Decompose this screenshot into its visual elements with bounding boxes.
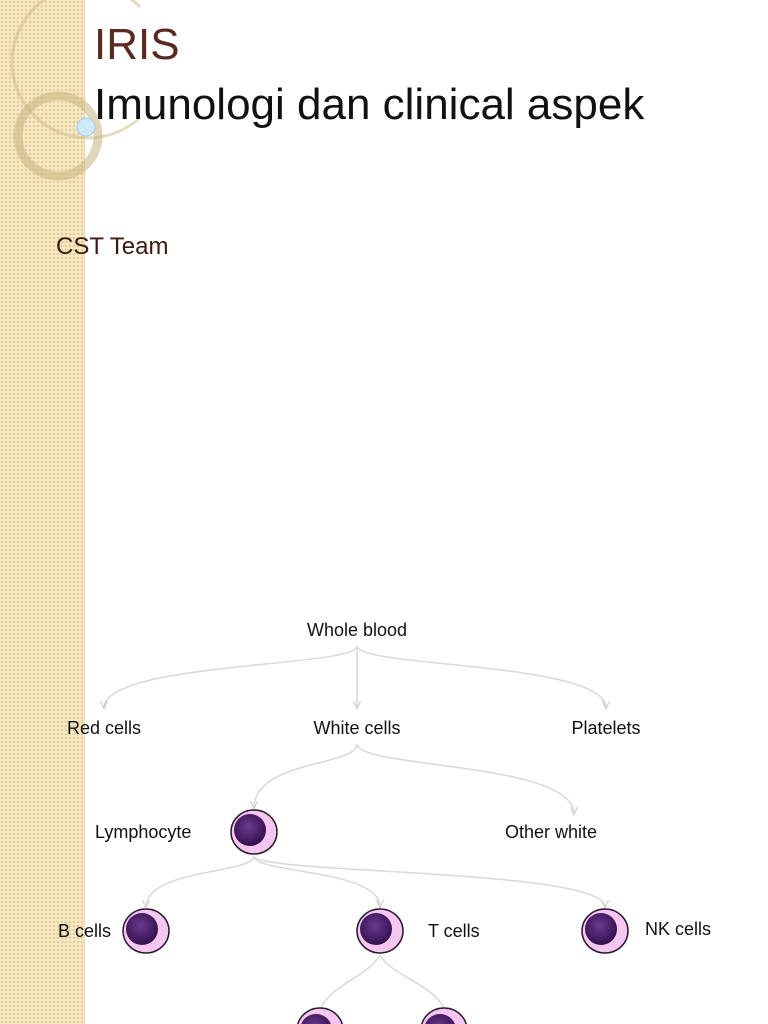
slide-subtitle: Imunologi dan clinical aspek — [94, 80, 645, 129]
white-cells-label: White cells — [313, 718, 400, 738]
nk-cells-cell-icon — [581, 908, 629, 954]
b-cells-label: B cells — [58, 921, 111, 941]
slide-title: IRIS — [94, 20, 180, 69]
edges-layer — [104, 645, 606, 907]
whole-blood-label: Whole blood — [307, 620, 407, 640]
edge-white-cells-to-lymphocyte — [254, 743, 358, 808]
author-label: CST Team — [56, 233, 169, 260]
platelets-label: Platelets — [571, 718, 640, 738]
edge-lymphocyte-to-t-cells — [253, 855, 380, 907]
edge-white-cells-to-other-white — [356, 743, 574, 814]
red-cells-label: Red cells — [67, 718, 141, 738]
lymphocyte-label: Lymphocyte — [95, 822, 191, 842]
edge-lymphocyte-to-b-cells — [146, 855, 255, 907]
decorative-rings — [10, 0, 140, 181]
other-white-label: Other white — [505, 822, 597, 842]
lymphocyte-cell-icon — [230, 809, 278, 855]
b-cells-cell-icon — [122, 908, 170, 954]
edge-whole-blood-to-platelets — [356, 645, 606, 708]
bullet-dot-icon — [76, 117, 96, 137]
cells-layer — [122, 809, 629, 954]
nk-cells-label: NK cells — [645, 919, 711, 939]
partial-bottom-content — [297, 954, 467, 1024]
t-cells-label: T cells — [428, 921, 480, 941]
edge-whole-blood-to-red-cells — [104, 645, 358, 708]
edge-lymphocyte-to-nk-cells — [253, 855, 605, 907]
t-cells-cell-icon — [356, 908, 404, 954]
